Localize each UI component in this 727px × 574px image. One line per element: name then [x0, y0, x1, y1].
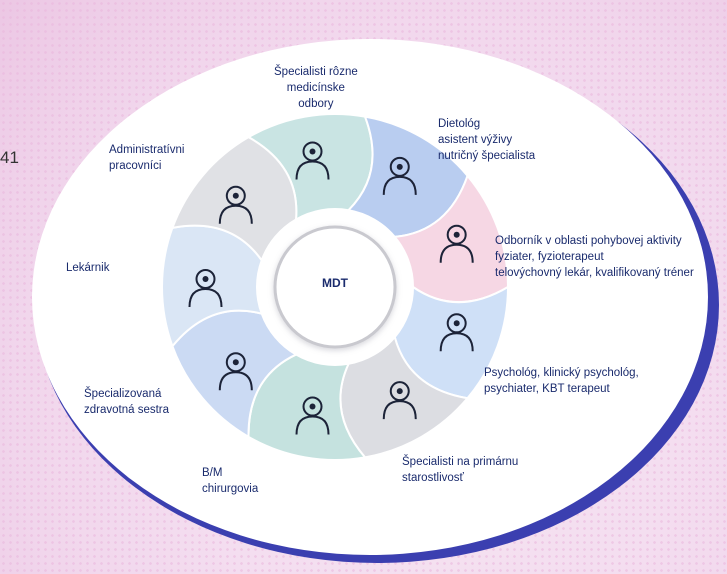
- label-line: Dietológ: [438, 118, 481, 130]
- label-line: Špecialisti rôzne: [274, 66, 358, 78]
- label-line: asistent výživy: [438, 134, 513, 146]
- label-line: Psychológ, klinický psychológ,: [484, 367, 639, 379]
- admin-gears-icon: [218, 185, 253, 224]
- label-line: psychiater, KBT terapeut: [484, 383, 610, 395]
- label-dietitian: Dietológ asistent výživy nutričný špeciali…: [438, 116, 535, 164]
- stomach-icon: [295, 396, 330, 435]
- page-number: 41: [0, 148, 19, 167]
- label-pharmacist: Lekárnik: [66, 260, 109, 276]
- label-movement: Odborník v oblasti pohybovej aktivity fyz…: [495, 233, 694, 281]
- label-admin: Administratívni pracovníci: [109, 142, 184, 174]
- label-line: zdravotná sestra: [84, 404, 170, 416]
- fitness-trainer-icon: [439, 224, 474, 263]
- heart-hands-icon: [382, 381, 417, 420]
- label-line: Administratívni: [109, 144, 185, 156]
- label-line: nutričný špecialista: [438, 150, 536, 162]
- label-line: fyziater, fyzioterapeut: [495, 251, 604, 263]
- label-line: telovýchovný lekár, kvalifikovaný tréner: [495, 267, 694, 279]
- label-line: medicínske: [286, 82, 345, 94]
- pharmacist-icon: [188, 269, 223, 308]
- segment-admin: [170, 136, 298, 263]
- label-surgeons: B/M chirurgovia: [202, 465, 258, 497]
- label-psychologist: Psychológ, klinický psychológ, psychiater…: [484, 365, 639, 397]
- center-label: MDT: [322, 276, 348, 290]
- label-nurse: Špecializovaná zdravotná sestra: [84, 386, 169, 418]
- label-specialists: Špecialisti rôzne medicínske odbory: [274, 64, 358, 112]
- label-line: starostlivosť: [402, 472, 464, 484]
- label-primary-care: Špecialisti na primárnu starostlivosť: [402, 454, 518, 486]
- label-line: Špecializovaná: [84, 388, 162, 400]
- label-line: odbory: [298, 98, 334, 110]
- label-line: Odborník v oblasti pohybovej aktivity: [495, 235, 682, 247]
- label-line: B/M: [202, 467, 223, 479]
- psychologist-brain-icon: [439, 313, 474, 352]
- center-circle: [273, 225, 397, 349]
- doctor-icon: [295, 141, 330, 180]
- label-line: chirurgovia: [202, 483, 259, 495]
- label-line: Špecialisti na primárnu: [402, 456, 519, 468]
- label-line: pracovníci: [109, 160, 162, 172]
- nutrition-kcal-icon: [382, 156, 417, 195]
- nurse-icon: [218, 352, 253, 391]
- label-line: Lekárnik: [66, 262, 110, 274]
